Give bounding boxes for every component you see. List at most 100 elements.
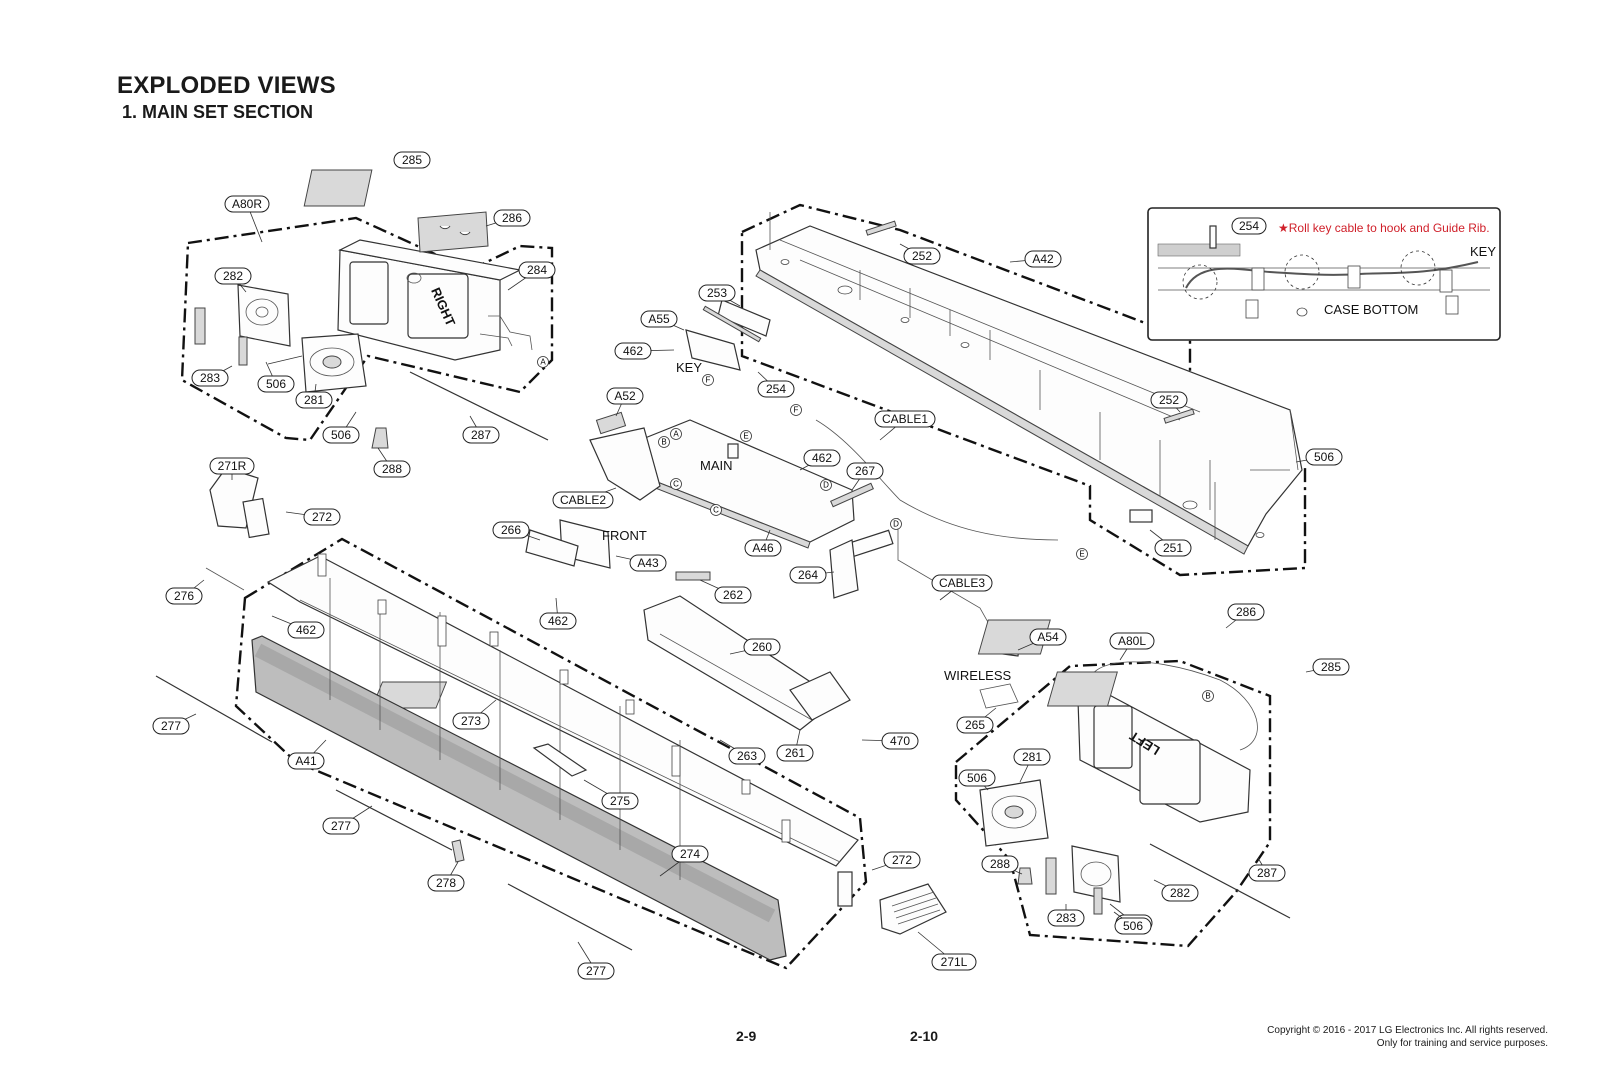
callout-282: 282 (1153, 879, 1199, 902)
callout-bubble (1154, 539, 1192, 557)
callout-bubble (287, 752, 325, 770)
connector-a-1: A (537, 356, 549, 368)
callout-text: 277 (161, 719, 181, 733)
trim-277-b (335, 789, 453, 851)
callout-bubble (601, 792, 639, 810)
pad-272-b (837, 871, 853, 907)
callout-462: 462 (614, 342, 675, 360)
callout-bubble (743, 638, 781, 656)
callout-bubble (322, 426, 360, 444)
callout-bubble (931, 953, 977, 971)
callout-text: 266 (501, 523, 521, 537)
callout-bubble (956, 716, 994, 734)
connector-f-1: F (702, 374, 714, 386)
callout-text: 272 (312, 510, 332, 524)
callout-text: 506 (1314, 450, 1334, 464)
callout-bubble (552, 491, 614, 509)
callout-bubble (803, 449, 841, 467)
callout-text: 283 (200, 371, 220, 385)
wireless-label: WIRELESS (944, 668, 1012, 683)
callout-bubble (373, 460, 411, 478)
main-label: MAIN (700, 458, 733, 473)
callout-288: 288 (981, 855, 1023, 875)
callout-text: 253 (707, 286, 727, 300)
callout-text: 287 (1257, 866, 1277, 880)
callout-text: 506 (1123, 919, 1143, 933)
callout-287: 287 (1248, 857, 1286, 882)
inset-case-label: CASE BOTTOM (1324, 302, 1418, 317)
connector-e-1: E (740, 430, 752, 442)
callout-286: 286 (485, 209, 531, 227)
callout-506: 506 (322, 411, 360, 444)
callout-bubble (493, 209, 531, 227)
callout-bubble (1109, 632, 1155, 650)
callout-a43: A43 (615, 554, 667, 572)
callout-bubble (1305, 448, 1343, 466)
callout-bubble (903, 247, 941, 265)
callout-text: 272 (892, 853, 912, 867)
callout-text: A46 (752, 541, 774, 555)
callout-cable1: CABLE1 (874, 410, 936, 441)
callout-text: 462 (623, 344, 643, 358)
callout-bubble (698, 284, 736, 302)
connector-b-1: B (658, 436, 670, 448)
key-board-253 (717, 299, 771, 337)
svg-text:A: A (673, 430, 679, 439)
callout-462: 462 (271, 615, 325, 639)
front-grille-a41 (155, 467, 947, 961)
svg-text:B: B (1205, 692, 1210, 701)
callout-text: A80R (232, 197, 262, 211)
inset-key-label: KEY (1470, 244, 1496, 259)
shield-265 (979, 683, 1019, 709)
callout-bubble (287, 621, 325, 639)
callout-text: A55 (648, 312, 670, 326)
callout-277: 277 (152, 713, 197, 735)
callout-267: 267 (846, 462, 884, 491)
callout-bubble (452, 712, 490, 730)
callout-462: 462 (799, 449, 841, 471)
sheet-285 (303, 169, 373, 207)
callout-bubble (874, 410, 936, 428)
callout-273: 273 (452, 699, 497, 730)
section-subtitle: 1. MAIN SET SECTION (122, 102, 314, 122)
connector-c-1: C (670, 478, 682, 490)
board-labels: KEY MAIN FRONT WIRELESS (602, 360, 1012, 683)
callout-text: 462 (548, 614, 568, 628)
callout-271r: 271R (209, 457, 255, 480)
callout-252: 252 (899, 243, 941, 265)
callout-275: 275 (583, 779, 639, 810)
callout-text: 286 (502, 211, 522, 225)
callout-266: 266 (492, 521, 541, 541)
callout-bubble (671, 845, 709, 863)
callout-bubble (606, 387, 644, 405)
callout-506: 506 (1295, 448, 1343, 466)
board-261 (789, 671, 851, 721)
connector-markers: A A B B C C D D E E F F (537, 356, 1214, 702)
callout-287: 287 (462, 415, 500, 444)
connector-d-2: D (890, 518, 902, 530)
callout-283: 283 (1047, 904, 1085, 927)
callout-a42: A42 (1009, 250, 1062, 268)
front-frame-273 (266, 555, 859, 867)
callout-text: 282 (1170, 886, 1190, 900)
sheet-285-l (1046, 671, 1118, 707)
callout-286: 286 (1225, 603, 1265, 629)
callout-text: 277 (586, 964, 606, 978)
callout-text: A54 (1037, 630, 1059, 644)
callout-285: 285 (393, 151, 431, 169)
callout-text: 263 (737, 749, 757, 763)
callout-252: 252 (1150, 391, 1188, 413)
callout-text: 260 (752, 640, 772, 654)
callout-text: 462 (296, 623, 316, 637)
pad-251 (1129, 509, 1153, 523)
callout-text: CABLE3 (939, 576, 985, 590)
callout-283: 283 (191, 365, 233, 387)
connector-f-2: F (790, 404, 802, 416)
callout-text: 254 (766, 382, 786, 396)
callout-text: CABLE2 (560, 493, 606, 507)
callout-bubble (295, 391, 333, 409)
callout-253: 253 (698, 284, 741, 307)
callout-bubble (539, 612, 577, 630)
callout-text: 252 (912, 249, 932, 263)
